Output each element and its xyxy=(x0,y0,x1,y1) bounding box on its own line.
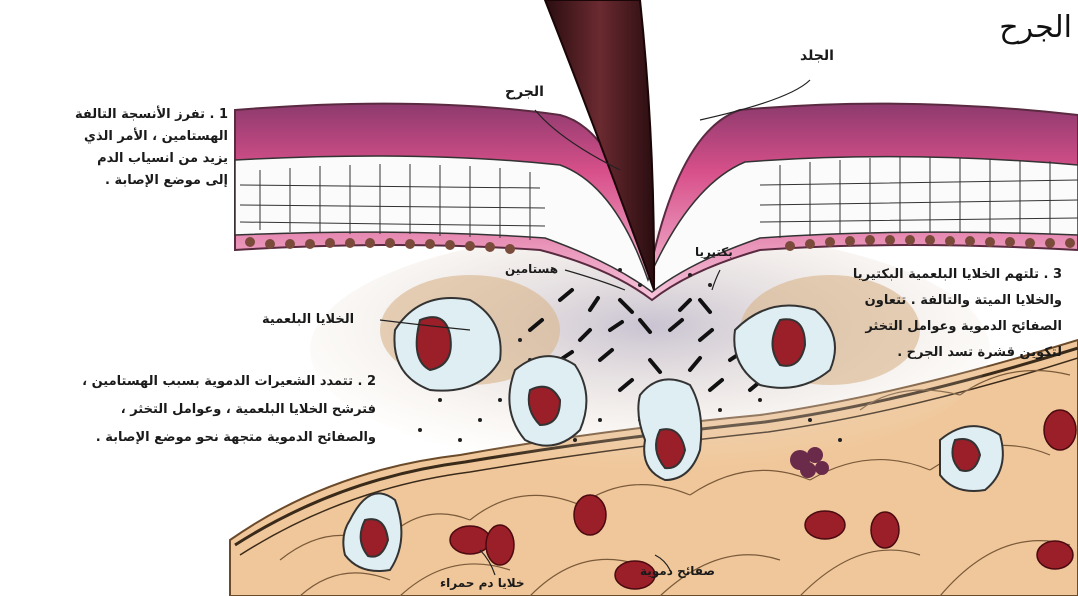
note-2: 2 . تتمدد الشعيرات الدموية بسبب الهستامي… xyxy=(82,368,376,452)
label-red-cells: خلايا دم حمراء xyxy=(440,576,525,590)
label-wound: الجرح xyxy=(505,84,544,100)
note-3-line: والخلايا الميتة والتالفة . تتعاون xyxy=(853,288,1062,314)
note-2-line: 2 . تتمدد الشعيرات الدموية بسبب الهستامي… xyxy=(82,368,376,396)
note-2-line: فترشح الخلايا البلعمية ، وعوامل التخثر ، xyxy=(82,396,376,424)
label-skin: الجلد xyxy=(800,48,834,64)
label-platelets: صفائح دموية xyxy=(640,564,715,578)
note-3: 3 . تلتهم الخلايا البلعمية البكتيريا وال… xyxy=(853,262,1062,366)
note-1-line: إلى موضع الإصابة . xyxy=(75,170,228,192)
diagram-title: الجرح xyxy=(999,10,1072,45)
note-1-line: يزيد من انسياب الدم xyxy=(75,148,228,170)
note-1-line: الهستامين ، الأمر الذي xyxy=(75,126,228,148)
note-3-line: 3 . تلتهم الخلايا البلعمية البكتيريا xyxy=(853,262,1062,288)
note-1: 1 . تفرز الأنسجة التالفة الهستامين ، الأ… xyxy=(75,104,228,192)
note-2-line: والصفائح الدموية متجهة نحو موضع الإصابة … xyxy=(82,424,376,452)
label-bacteria: بكتيريا xyxy=(695,245,733,259)
note-1-line: 1 . تفرز الأنسجة التالفة xyxy=(75,104,228,126)
note-3-line: الصفائح الدموية وعوامل التخثر xyxy=(853,314,1062,340)
label-histamine: هستامين xyxy=(505,262,558,276)
label-phagocytes: الخلايا البلعمية xyxy=(262,312,354,327)
note-3-line: لتكوين قشرة تسد الجرح . xyxy=(853,340,1062,366)
